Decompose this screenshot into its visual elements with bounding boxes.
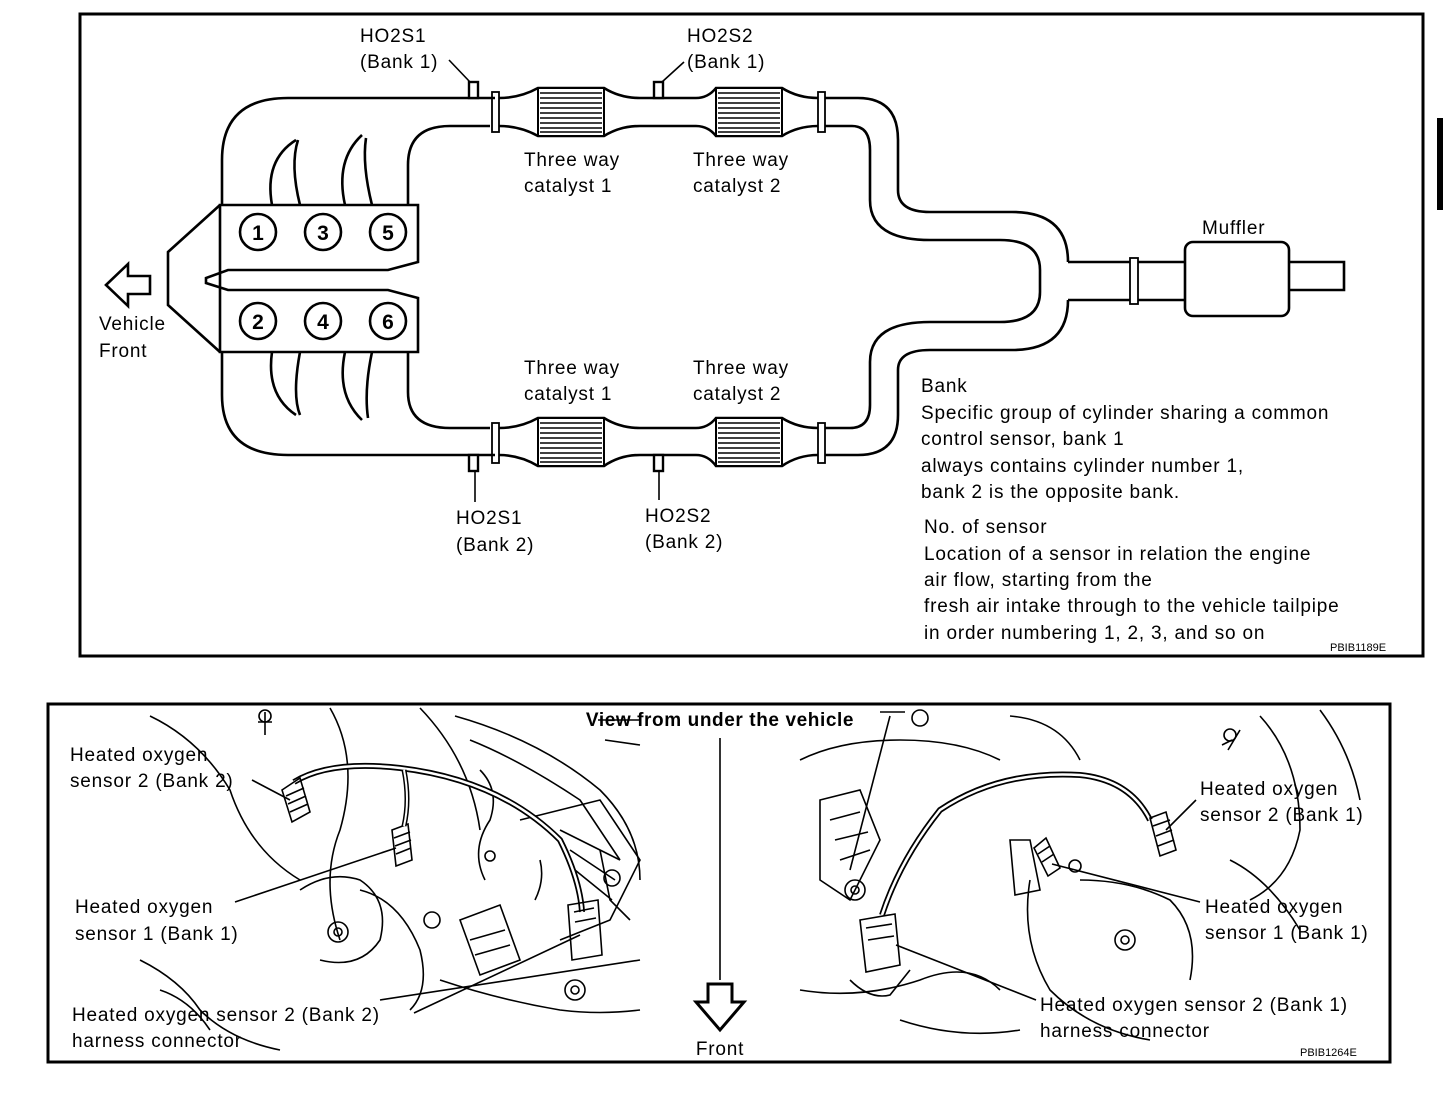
ho2s1-bank2-label: HO2S1 — [456, 508, 522, 529]
page-edge-mark — [1437, 118, 1443, 210]
bank-note-line: bank 2 is the opposite bank. — [921, 482, 1180, 503]
right-ho2s2-bank1-label: Heated oxygen — [1200, 779, 1338, 800]
catalyst-bank1-2 — [715, 87, 783, 137]
svg-text:2: 2 — [252, 311, 264, 334]
ho2s2-bank1-label: HO2S2 — [687, 26, 753, 47]
cylinder-5: 5 — [368, 212, 408, 252]
ho2s2-bank2-label: HO2S2 — [645, 506, 711, 527]
cylinder-6: 6 — [368, 301, 408, 341]
bank-note-line: always contains cylinder number 1, — [921, 456, 1244, 477]
ho2s2-bank1-sensor — [652, 61, 685, 100]
ho2s1-bank2-bank-label: (Bank 2) — [456, 535, 534, 556]
svg-text:5: 5 — [382, 222, 394, 245]
ho2s2-bank1-bank-label: (Bank 1) — [687, 52, 765, 73]
ho2s1-bank1-bank-label: (Bank 1) — [360, 52, 438, 73]
cylinder-2: 2 — [238, 301, 278, 341]
svg-text:3: 3 — [317, 222, 329, 245]
view-title: View from under the vehicle — [586, 710, 854, 731]
left-undercarriage-illustration — [139, 707, 641, 1051]
ho2s1-bank1-label: HO2S1 — [360, 26, 426, 47]
vehicle-front-label: Vehicle — [99, 314, 166, 335]
left-ho2s2-bank2-sublabel: sensor 2 (Bank 2) — [70, 771, 234, 792]
bottom-diagram-frame — [46, 702, 1392, 1064]
catalyst-lower-1-label: Three way — [524, 358, 620, 379]
catalyst-lower-2-label: Three way — [693, 358, 789, 379]
right-ho2s2-bank1-sublabel: sensor 2 (Bank 1) — [1200, 805, 1364, 826]
ho2s1-bank1-sensor — [448, 59, 480, 100]
figure-code-bottom: PBIB1264E — [1300, 1047, 1357, 1059]
catalyst-lower-2-sublabel: catalyst 2 — [693, 384, 781, 405]
exhaust-manifold-runners — [220, 96, 490, 457]
sensor-note-line: fresh air intake through to the vehicle … — [924, 596, 1339, 617]
sensor-number-note: No. of sensor Location of a sensor in re… — [924, 517, 1339, 644]
front-label: Front — [696, 1039, 744, 1060]
cylinder-3: 3 — [303, 212, 343, 252]
right-ho2s1-bank1-sublabel: sensor 1 (Bank 1) — [1205, 923, 1369, 944]
cylinder-4: 4 — [303, 301, 343, 341]
catalyst-upper-1-label: Three way — [524, 150, 620, 171]
catalyst-upper-1-sublabel: catalyst 1 — [524, 176, 612, 197]
top-diagram-frame — [78, 12, 1425, 658]
sensor-note-line: air flow, starting from the — [924, 570, 1153, 591]
sensor-note-line: Location of a sensor in relation the eng… — [924, 544, 1311, 565]
svg-text:4: 4 — [317, 311, 329, 334]
left-ho2s1-bank1-sublabel: sensor 1 (Bank 1) — [75, 924, 239, 945]
right-connector-label: Heated oxygen sensor 2 (Bank 1) — [1040, 995, 1348, 1016]
right-undercarriage-illustration — [799, 709, 1361, 1041]
ho2s1-bank2-sensor — [467, 453, 480, 502]
bank-note-line: control sensor, bank 1 — [921, 429, 1125, 450]
ho2s2-bank2-sensor — [652, 453, 665, 500]
figure-code-top: PBIB1189E — [1330, 642, 1386, 654]
left-ho2s2-bank2-label: Heated oxygen — [70, 745, 208, 766]
catalyst-bank2-1 — [537, 417, 605, 467]
bank-definition-note: Bank Specific group of cylinder sharing … — [921, 376, 1329, 503]
bank2-exhaust-pipe — [470, 299, 1070, 468]
catalyst-bank2-2 — [715, 417, 783, 467]
cylinder-1: 1 — [238, 212, 278, 252]
left-ho2s1-bank1-label: Heated oxygen — [75, 897, 213, 918]
bank-note-line: Specific group of cylinder sharing a com… — [921, 403, 1329, 424]
catalyst-upper-2-sublabel: catalyst 2 — [693, 176, 781, 197]
left-connector-sublabel: harness connector — [72, 1031, 242, 1052]
right-connector-sublabel: harness connector — [1040, 1021, 1210, 1042]
catalyst-lower-1-sublabel: catalyst 1 — [524, 384, 612, 405]
bank-note-heading: Bank — [921, 376, 968, 397]
left-connector-label: Heated oxygen sensor 2 (Bank 2) — [72, 1005, 380, 1026]
sensor-note-heading: No. of sensor — [924, 517, 1047, 538]
catalyst-bank1-1 — [537, 87, 605, 137]
front-arrow-icon — [692, 982, 748, 1033]
engine-block: 1 3 5 2 4 6 — [166, 203, 420, 354]
bank1-exhaust-pipe — [470, 86, 1070, 430]
sensor-note-line: in order numbering 1, 2, 3, and so on — [924, 623, 1265, 644]
muffler-and-tailpipe — [1068, 240, 1346, 318]
right-ho2s1-bank1-label: Heated oxygen — [1205, 897, 1343, 918]
vehicle-front-sublabel: Front — [99, 341, 147, 362]
catalyst-upper-2-label: Three way — [693, 150, 789, 171]
ho2s2-bank2-bank-label: (Bank 2) — [645, 532, 723, 553]
svg-text:1: 1 — [252, 222, 264, 245]
vehicle-front-arrow-icon — [104, 260, 152, 310]
svg-text:6: 6 — [382, 311, 394, 334]
muffler-label: Muffler — [1202, 218, 1265, 239]
